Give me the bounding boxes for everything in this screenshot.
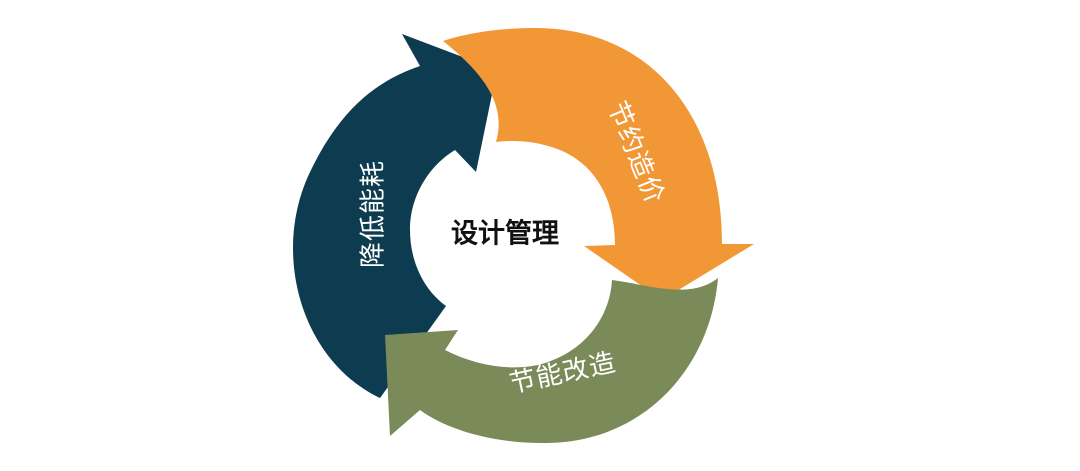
- segment-arrow-cost-saving: [443, 28, 754, 300]
- center-title: 设计管理: [451, 219, 559, 250]
- label-energy-reduction: 降低能耗: [359, 160, 389, 268]
- segment-arrow-energy-reduction: [293, 34, 497, 398]
- segment-arrow-energy-retrofit: [385, 278, 718, 444]
